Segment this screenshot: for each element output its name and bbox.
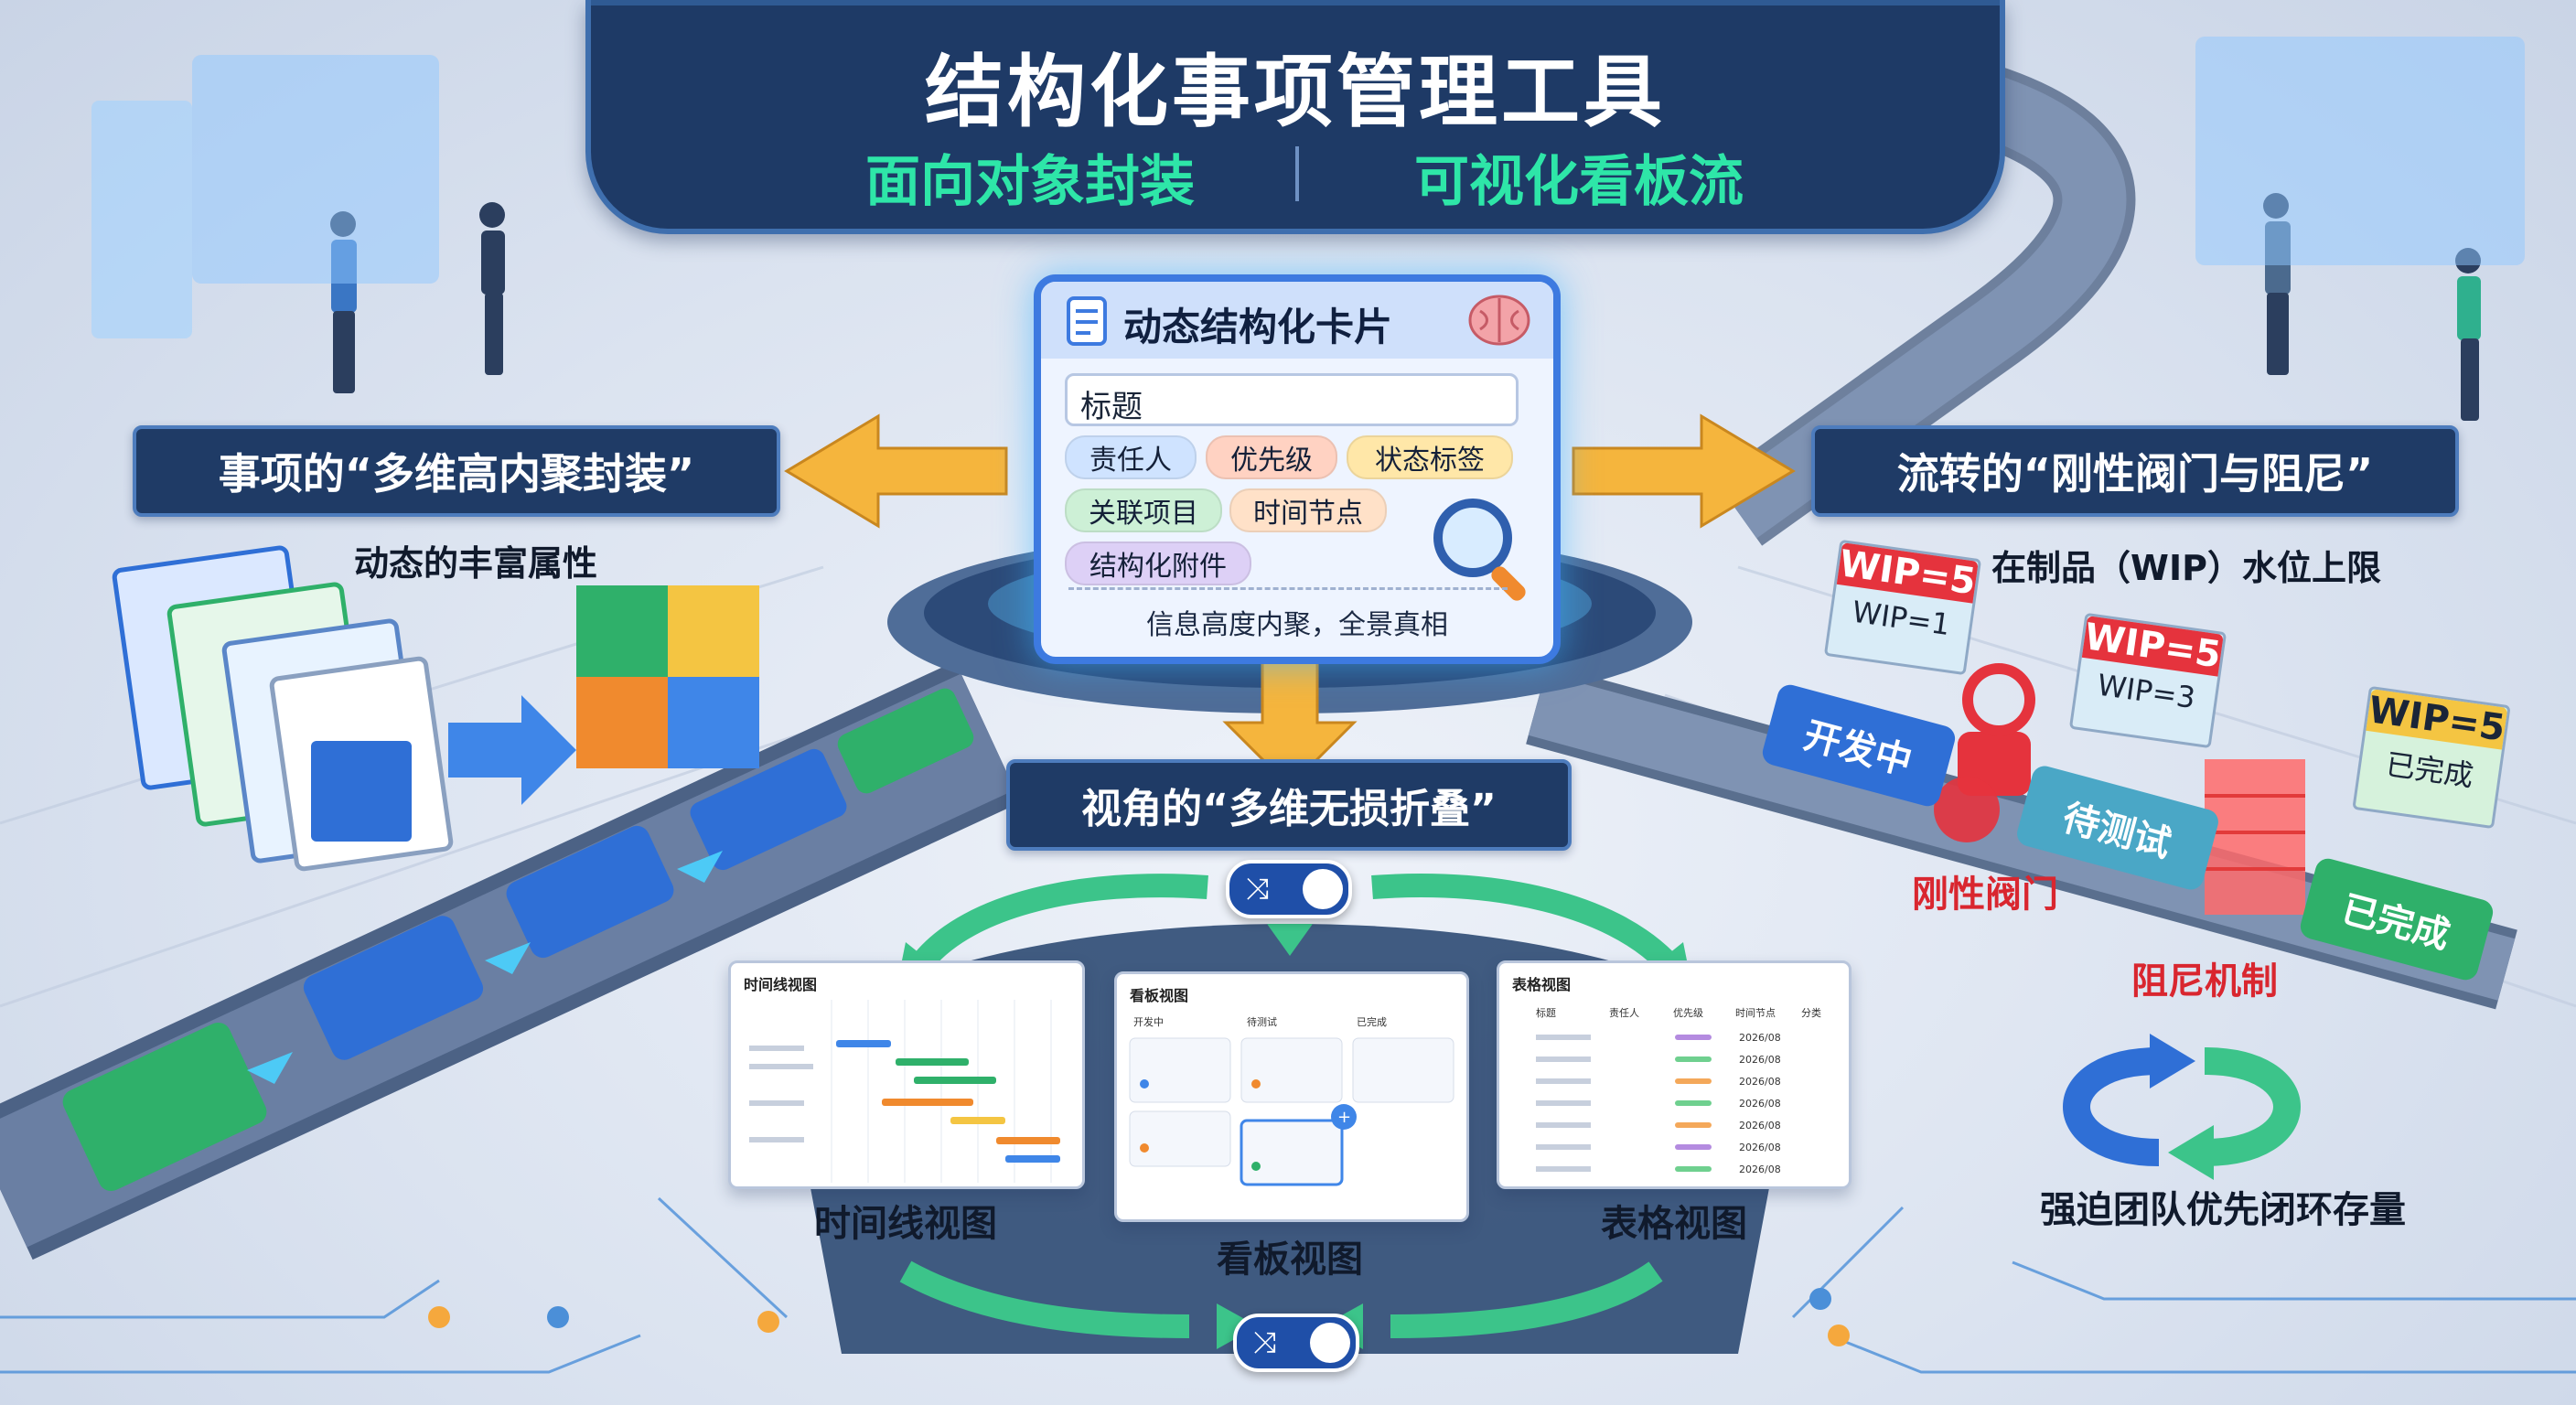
wip-tag-2: WIP=5 WIP=3 (2068, 612, 2227, 749)
card-divider (1068, 587, 1508, 590)
table-caption: 表格视图 (1601, 1203, 1747, 1245)
wip-tag-3: WIP=5 已完成 (2352, 685, 2511, 830)
left-label: 事项的“多维高内聚封装” (133, 425, 780, 517)
timeline-caption: 时间线视图 (814, 1203, 997, 1245)
kanban-panel-title: 看板视图 (1130, 987, 1189, 1004)
view-toggle-bottom[interactable]: ⤨ (1233, 1314, 1359, 1372)
svg-text:+: + (1337, 1108, 1351, 1127)
kanban-panel: 看板视图 开发中 待测试 已完成 + (1114, 971, 1469, 1222)
shuffle-icon: ⤨ (1246, 871, 1270, 906)
table-date: 2026/08 (1739, 1098, 1781, 1110)
kanban-cards: + (1129, 1037, 1454, 1186)
shuffle-icon: ⤨ (1253, 1325, 1277, 1359)
page-title: 结构化事项管理工具 (925, 47, 1666, 138)
magnifier-icon (1433, 499, 1526, 601)
table-panel-title: 表格视图 (1512, 976, 1572, 993)
table-rows (1536, 1035, 1712, 1172)
card-title: 动态结构化卡片 (1123, 305, 1393, 349)
subtitle-divider (1295, 146, 1299, 201)
table-date: 2026/08 (1739, 1054, 1781, 1066)
card-header: 动态结构化卡片 (1041, 282, 1553, 359)
toggle-knob (1310, 1323, 1350, 1363)
table-date: 2026/08 (1739, 1032, 1781, 1044)
table-header-category: 分类 (1801, 1007, 1821, 1019)
table-date: 2026/08 (1739, 1164, 1781, 1175)
structured-card: 动态结构化卡片 标题 责任人 优先级 状态标签 关联项目 时间节点 结构化附件 … (1034, 274, 1561, 664)
table-date: 2026/08 (1739, 1120, 1781, 1132)
table-panel: 表格视图 标题 责任人 优先级 时间节点 分类 2026/08 2026/08 … (1497, 960, 1852, 1189)
card-field-label: 标题 (1080, 389, 1143, 425)
kanban-column-test: 待测试 (1247, 1016, 1277, 1028)
kanban-column-dev: 开发中 (1133, 1016, 1164, 1028)
title-banner: 结构化事项管理工具 面向对象封装 可视化看板流 (585, 0, 2005, 234)
tag-project: 关联项目 (1065, 488, 1222, 532)
gantt-chart (749, 1000, 1060, 1183)
tag-attachment: 结构化附件 (1065, 542, 1251, 585)
timeline-panel-title: 时间线视图 (744, 976, 818, 993)
damper-label: 阻尼机制 (2131, 960, 2278, 1003)
table-header-owner: 责任人 (1609, 1007, 1639, 1019)
card-title-field: 标题 (1065, 373, 1519, 426)
left-caption: 动态的丰富属性 (353, 543, 597, 584)
table-header-time: 时间节点 (1735, 1007, 1776, 1019)
subtitle-right: 可视化看板流 (1414, 150, 1744, 214)
right-caption: 在制品（WIP）水位上限 (1991, 548, 2381, 588)
table-date: 2026/08 (1739, 1076, 1781, 1088)
timeline-panel: 时间线视图 (728, 960, 1085, 1189)
table-date-column: 2026/08 2026/08 2026/08 2026/08 2026/08 … (1739, 1027, 1781, 1181)
brain-icon (1468, 295, 1530, 346)
card-footer: 信息高度内聚，全景真相 (1146, 609, 1448, 641)
toggle-knob (1303, 869, 1343, 909)
tag-priority: 优先级 (1206, 435, 1337, 479)
tag-time: 时间节点 (1229, 488, 1387, 532)
kanban-column-done: 已完成 (1357, 1016, 1387, 1028)
cycle-caption: 强迫团队优先闭环存量 (2040, 1189, 2406, 1231)
tag-status: 状态标签 (1347, 435, 1513, 479)
subtitle-left: 面向对象封装 (865, 150, 1195, 214)
right-label: 流转的“刚性阀门与阻尼” (1811, 425, 2459, 517)
view-toggle-top[interactable]: ⤨ (1226, 860, 1352, 918)
kanban-caption: 看板视图 (1217, 1239, 1363, 1281)
tag-owner: 责任人 (1065, 435, 1197, 479)
table-date: 2026/08 (1739, 1142, 1781, 1153)
document-icon (1067, 296, 1107, 346)
table-header-title: 标题 (1536, 1007, 1556, 1019)
center-label: 视角的“多维无损折叠” (1006, 759, 1572, 851)
table-header-priority: 优先级 (1673, 1007, 1703, 1019)
valve-label: 刚性阀门 (1912, 874, 2058, 916)
wip-tag-1: WIP=5 WIP=1 (1823, 539, 1982, 676)
